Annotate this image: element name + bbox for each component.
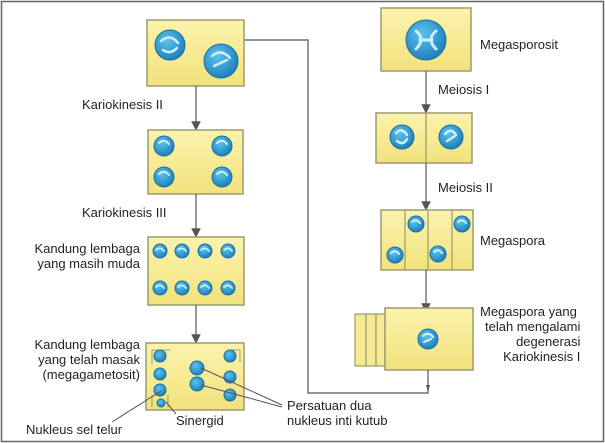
label-line-1: Kandung lembaga [34, 241, 140, 256]
tetranucleate-cell [147, 129, 244, 195]
pointer-egg-nucleus [111, 390, 162, 423]
label-kariokinesis-3: Kariokinesis III [82, 205, 167, 220]
label-kariokinesis-2: Kariokinesis II [82, 97, 163, 112]
label-megasporosit: Megasporosit [480, 37, 559, 52]
label-megaspora: Megaspora [480, 233, 546, 248]
functional-megaspore-cell [354, 307, 474, 371]
megasporocyte-cell [380, 7, 472, 72]
pointer-synergid [165, 401, 177, 415]
label-meiosis-2: Meiosis II [438, 180, 493, 195]
label-nukleus-sel-telur: Nukleus sel telur [26, 422, 123, 437]
label-line-2: yang masih muda [37, 256, 140, 271]
binucleate-cell [146, 19, 245, 87]
label-megaspora-degenerasi: Megaspora yang telah mengalami degeneras… [480, 304, 580, 364]
megaspore-tetrad-cell [380, 209, 474, 271]
pointer-polar-nuclei-2 [200, 384, 283, 408]
label-persatuan-inti: Persatuan dua nukleus inti kutub [287, 398, 387, 428]
label-meiosis-1: Meiosis I [438, 82, 490, 97]
label-line-4: Kariokinesis I [503, 349, 581, 364]
label-line-2: nukleus inti kutub [287, 413, 388, 428]
label-kandung-muda: Kandung lembaga yang masih muda [10, 241, 140, 271]
label-sinergid: Sinergid [176, 413, 224, 428]
pointer-polar-nuclei-1 [200, 367, 283, 406]
label-line-2: telah mengalami [485, 319, 581, 334]
label-line-1: Megaspora yang [480, 304, 577, 319]
label-line-1: Kandung lembaga [34, 337, 140, 352]
dyad-cell [375, 112, 473, 164]
mature-embryo-sac-cell [145, 342, 245, 411]
young-embryo-sac-cell [147, 236, 245, 306]
label-kandung-masak: Kandung lembaga yang telah masak (megaga… [8, 337, 140, 382]
label-line-1: Persatuan dua [287, 398, 372, 413]
label-line-3: (megagametosit) [42, 367, 140, 382]
label-line-2: yang telah masak [38, 352, 140, 367]
label-line-3: degenerasi [516, 334, 581, 349]
